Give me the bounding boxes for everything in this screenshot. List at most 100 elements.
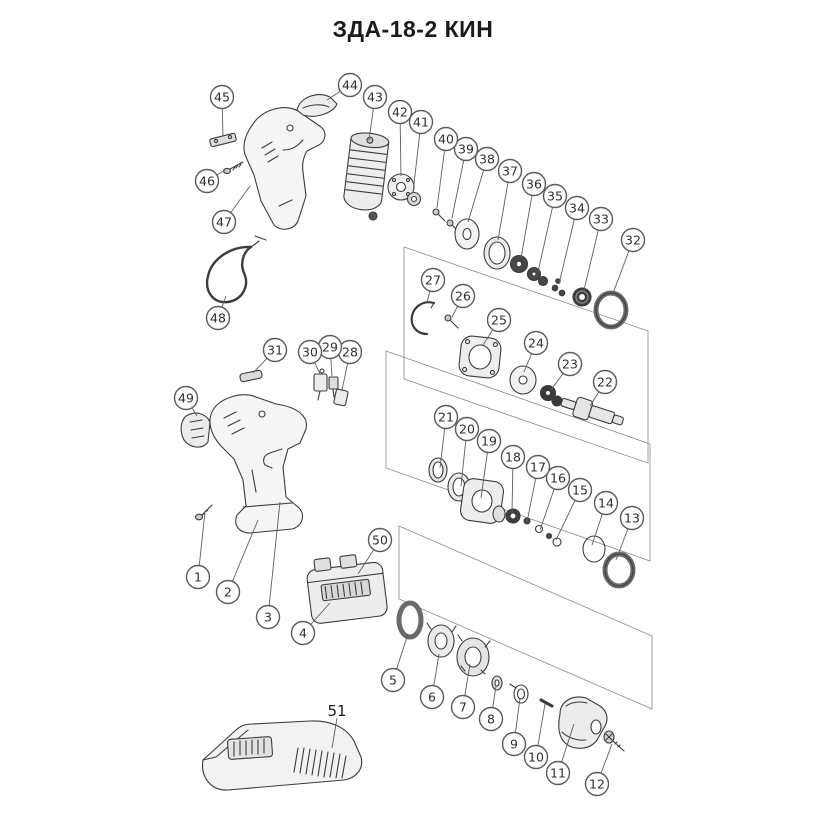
callout-1: 1 (185, 564, 211, 590)
svg-text:39: 39 (458, 142, 474, 157)
svg-text:29: 29 (322, 340, 338, 355)
svg-text:28: 28 (342, 345, 358, 360)
assembly-box-upper-gear (403, 246, 649, 464)
callout-49: 49 (173, 385, 199, 411)
callout-27: 27 (420, 267, 446, 293)
svg-text:18: 18 (505, 450, 521, 465)
part-screw-26 (444, 314, 459, 329)
part-hanger-plate (209, 132, 237, 148)
assembly-group-boxes (385, 246, 653, 710)
part-plate-31 (239, 369, 263, 383)
svg-text:4: 4 (299, 626, 307, 641)
svg-text:41: 41 (413, 115, 429, 130)
svg-text:43: 43 (367, 90, 383, 105)
svg-text:23: 23 (562, 357, 578, 372)
svg-text:27: 27 (425, 273, 441, 288)
svg-text:7: 7 (459, 700, 467, 715)
svg-text:46: 46 (199, 174, 215, 189)
svg-text:16: 16 (550, 471, 566, 486)
leader-line-35 (537, 195, 556, 273)
callout-45: 45 (209, 84, 235, 110)
callout-24: 24 (523, 330, 549, 356)
part-ring-32 (593, 290, 629, 330)
part-ring-13 (602, 551, 636, 589)
svg-text:40: 40 (438, 132, 454, 147)
svg-text:25: 25 (491, 313, 507, 328)
callout-21: 21 (433, 404, 459, 430)
callout-22: 22 (592, 369, 618, 395)
callout-9: 9 (501, 731, 527, 757)
svg-text:9: 9 (510, 737, 518, 752)
callout-14: 14 (593, 490, 619, 516)
svg-text:47: 47 (216, 215, 232, 230)
part-washer-9 (509, 683, 529, 704)
part-washer-8 (491, 675, 503, 691)
callout-12: 12 (584, 771, 610, 797)
callout-42: 42 (387, 99, 413, 125)
svg-text:42: 42 (392, 105, 408, 120)
part-gear-36 (509, 254, 529, 274)
callout-25: 25 (486, 307, 512, 333)
part-plate-38 (454, 218, 480, 250)
svg-text:37: 37 (502, 164, 518, 179)
part-motor-pinion (368, 211, 378, 221)
part-screw-40 (432, 208, 446, 222)
part-pin-10 (539, 698, 554, 708)
svg-text:14: 14 (598, 496, 614, 511)
svg-text:45: 45 (214, 90, 230, 105)
callout-41: 41 (408, 109, 434, 135)
part-bushing-21 (428, 457, 448, 483)
svg-text:19: 19 (481, 434, 497, 449)
svg-text:22: 22 (597, 375, 613, 390)
part-screw-46 (223, 161, 244, 175)
svg-text:34: 34 (569, 201, 585, 216)
callout-38: 38 (474, 146, 500, 172)
part-bearing-18 (505, 508, 521, 524)
callout-32: 32 (620, 227, 646, 253)
part-bearing-41 (406, 191, 422, 207)
callout-20: 20 (454, 416, 480, 442)
svg-text:20: 20 (459, 422, 475, 437)
leader-line-51 (331, 717, 338, 749)
part-pins-34 (551, 278, 566, 297)
part-snap-ring-14 (582, 535, 606, 563)
part-upper-housing (243, 107, 326, 230)
part-clip-27 (410, 301, 436, 336)
svg-text:1: 1 (194, 570, 202, 585)
part-gear-cluster-35 (526, 266, 549, 287)
part-gears-23 (539, 384, 563, 407)
part-motor-plate (387, 173, 415, 201)
assembly-box-lower-gear (385, 350, 651, 562)
callout-2: 2 (215, 579, 241, 605)
part-end-cap (296, 94, 338, 117)
callout-37: 37 (497, 158, 523, 184)
part-cam-6 (426, 622, 457, 658)
part-strap-loop (205, 235, 267, 304)
part-motor (343, 132, 390, 211)
part-screw-1 (194, 504, 213, 521)
part-tool-body (209, 394, 308, 534)
callout-44: 44 (337, 72, 363, 98)
callout-23: 23 (557, 351, 583, 377)
part-spindle-22 (560, 396, 624, 426)
callout-16: 16 (545, 465, 571, 491)
svg-text:12: 12 (589, 777, 605, 792)
svg-text:5: 5 (389, 673, 397, 688)
callout-13: 13 (619, 505, 645, 531)
callout-4: 4 (290, 620, 316, 646)
callout-15: 15 (567, 477, 593, 503)
label-51: 51 (327, 702, 346, 720)
svg-text:49: 49 (178, 391, 194, 406)
leader-line-3 (267, 501, 281, 618)
svg-text:2: 2 (224, 585, 232, 600)
part-ring-37 (483, 236, 511, 270)
callout-48: 48 (205, 305, 231, 331)
part-gearbox-ring-25 (458, 335, 502, 379)
callout-40: 40 (433, 126, 459, 152)
svg-text:50: 50 (372, 533, 388, 548)
part-hammer-7 (456, 634, 491, 677)
callout-6: 6 (419, 684, 445, 710)
callout-34: 34 (564, 195, 590, 221)
assembly-box-impact (398, 525, 653, 710)
svg-text:6: 6 (428, 690, 436, 705)
